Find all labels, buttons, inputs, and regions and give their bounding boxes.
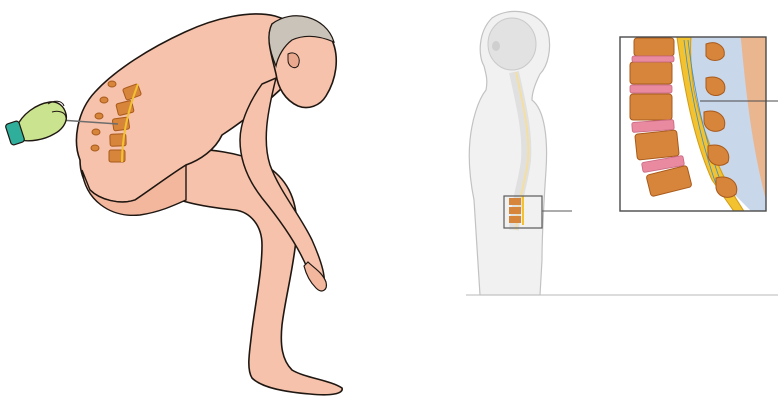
lumbar-vertebra-b bbox=[509, 207, 521, 214]
skull-eye bbox=[492, 41, 500, 51]
disc-2 bbox=[630, 85, 672, 93]
spinous-process-3 bbox=[95, 113, 103, 119]
lumbar-spine-detail-panel bbox=[620, 30, 778, 220]
lumbar-puncture-position-panel bbox=[5, 14, 342, 395]
vertebral-body-4 bbox=[635, 130, 679, 160]
vertebral-body-1 bbox=[634, 38, 674, 56]
disc-1 bbox=[632, 56, 674, 62]
patient-ear bbox=[288, 53, 299, 68]
spinous-process-5 bbox=[91, 145, 99, 151]
spinous-process-4 bbox=[92, 129, 100, 135]
vertebral-body-3 bbox=[630, 94, 672, 120]
vertebral-body-2 bbox=[630, 62, 672, 84]
spinous-process-1 bbox=[108, 81, 116, 87]
lumbar-vertebra-a bbox=[509, 198, 521, 205]
lumbar-vertebra-c bbox=[509, 216, 521, 223]
spinous-process-2 bbox=[100, 97, 108, 103]
